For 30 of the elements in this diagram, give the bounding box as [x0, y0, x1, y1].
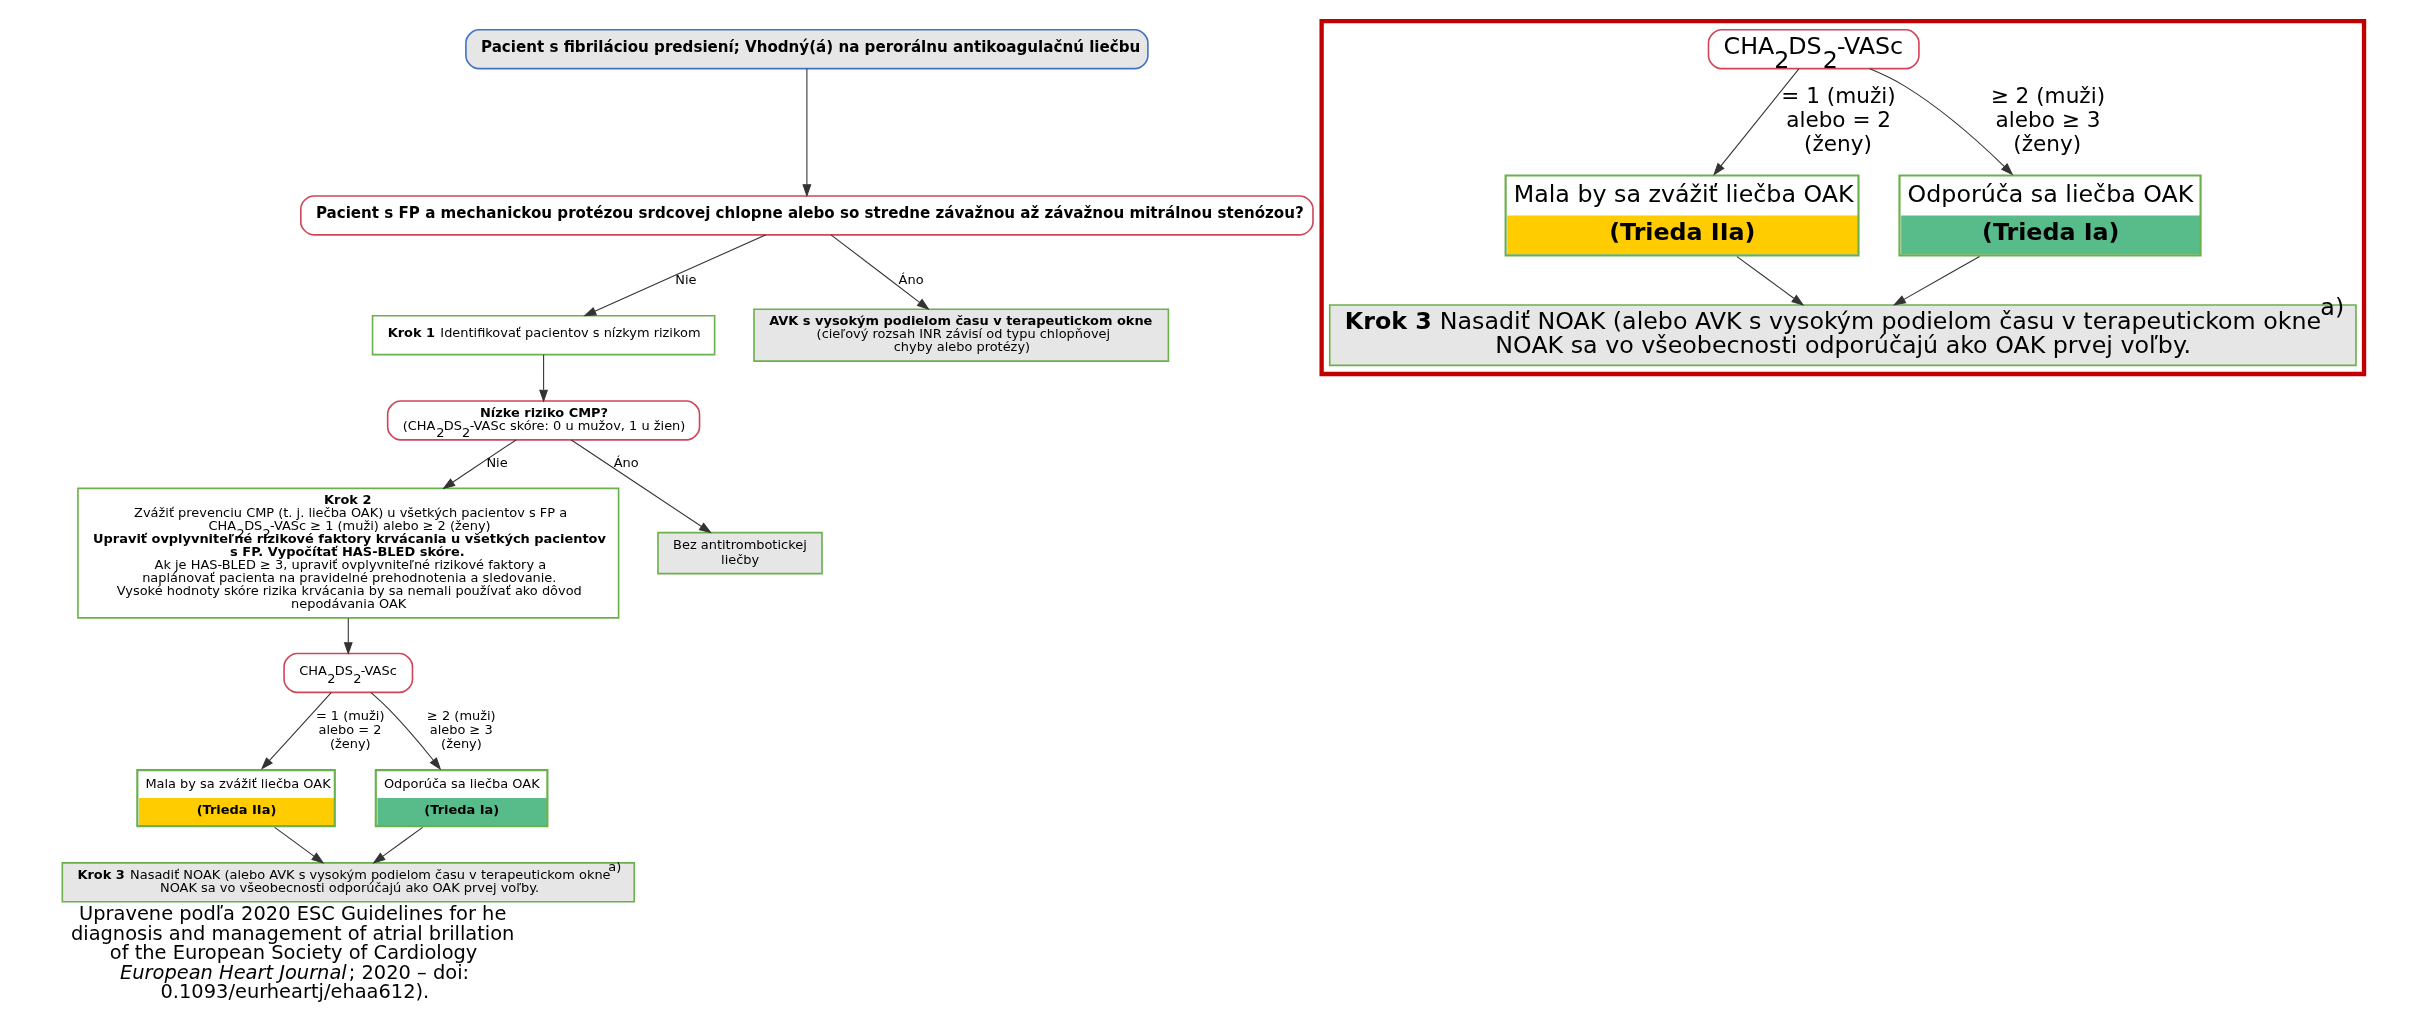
arrow — [274, 826, 325, 864]
node-box: Krok 1 Identifikovať pacientov s nízkym rizikom — [371, 314, 716, 356]
edge-label: Áno — [613, 455, 639, 471]
arrow — [260, 692, 332, 770]
node-box: Bez antitrombotickej liečby — [657, 531, 823, 575]
arrow — [1893, 255, 1981, 306]
arrow — [539, 354, 549, 403]
arrow — [583, 234, 767, 317]
cluster — [1319, 19, 2367, 377]
arrow — [343, 617, 353, 656]
edge-label: ≥ 2 (muži) alebo ≥ 3 (ženy) — [427, 707, 496, 752]
edge-label: Nie — [486, 455, 508, 471]
caption: Upravene podľa 2020 ESC Guidelines for he diagnosis and management of atrial brillation of the European Society of Cardiology European Heart Journal; 2020 – doi: 0.1093/eurheartj/ehaa612). — [70, 902, 515, 1004]
edge-label: Áno — [898, 272, 924, 288]
arrow — [442, 439, 517, 490]
edge-label: = 1 (muži) alebo = 2 (ženy) — [315, 707, 385, 752]
arrow — [570, 439, 712, 534]
edge-label: = 1 (muži) alebo = 2 (ženy) — [1781, 83, 1896, 156]
node-box: Pacient s fibriláciou predsiení; Vhodný(á) na perorálnu antikoagulačnú liečbu — [465, 29, 1149, 70]
node-box: Pacient s FP a mechanickou protézou srdcovej chlopne alebo so stredne závažnou až závažnou mitrálnou stenózou? — [300, 195, 1314, 236]
arrow — [372, 826, 424, 864]
node-box: AVK s vysokým podielom času v terapeutickom okne (cieľový rozsah INR závisí od typu chlopňovej chyby alebo protézy) — [753, 308, 1170, 362]
arrow — [830, 234, 930, 311]
arrow — [370, 692, 442, 771]
arrow — [802, 68, 812, 198]
edge-label: Nie — [675, 272, 697, 288]
arrow — [1713, 68, 1800, 176]
arrow — [1736, 256, 1805, 306]
edge-label: ≥ 2 (muži) alebo ≥ 3 (ženy) — [1990, 83, 2106, 156]
arrow — [1869, 68, 2014, 176]
